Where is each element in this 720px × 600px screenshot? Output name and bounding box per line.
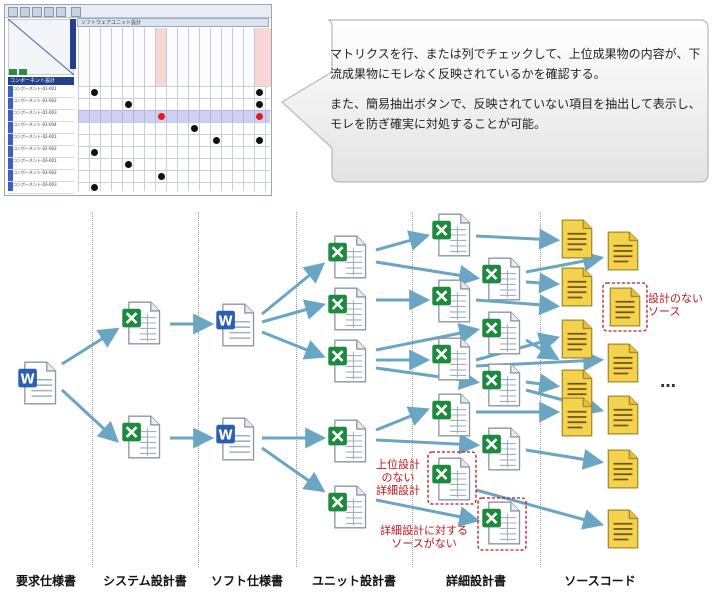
source-doc-icon	[607, 231, 639, 271]
vertical-header-bar	[70, 19, 76, 69]
toolbar-icon	[32, 7, 42, 17]
column-divider	[412, 212, 413, 567]
row-label: コンポーネント-01-001	[8, 86, 74, 98]
source-doc-icon	[561, 397, 593, 437]
excel-sheet-icon	[328, 234, 367, 280]
check-dot	[125, 101, 132, 108]
row-label: コンポーネント-01-002	[8, 98, 74, 110]
excel-sheet-icon	[328, 338, 367, 384]
source-doc-icon	[607, 343, 639, 383]
excel-sheet-icon	[432, 456, 471, 502]
check-dot-highlight	[158, 113, 165, 120]
highlighted-row	[78, 110, 270, 122]
source-doc-icon	[607, 509, 639, 549]
missing-upper-design-box	[427, 451, 477, 505]
callout-text: マトリクスを行、または列でチェックして、上位成果物の内容が、下流成果物にモレなく…	[330, 44, 710, 144]
word-doc-icon	[216, 303, 255, 347]
callout-paragraph-2: また、簡易抽出ボタンで、反映されていない項目を抽出して表示し、モレを防ぎ確実に対…	[330, 97, 701, 131]
source-doc-icon	[607, 395, 639, 435]
callout-paragraph-1: マトリクスを行、または列でチェックして、上位成果物の内容が、下流成果物にモレなく…	[330, 47, 701, 81]
source-doc-icon	[561, 267, 593, 307]
annotation-no-design-source: 設計のない ソース	[648, 292, 703, 318]
word-doc-icon	[216, 417, 255, 461]
column-label-unit-design: ユニット設計書	[311, 574, 396, 588]
column-divider	[296, 212, 297, 567]
check-dot	[256, 89, 263, 96]
left-header: コンポーネント設計	[8, 77, 74, 85]
missing-design-box	[602, 282, 648, 332]
check-dot	[191, 125, 198, 132]
check-dot	[256, 101, 263, 108]
row-label: コンポーネント-02-002	[8, 146, 74, 158]
toolbar-icon	[71, 7, 81, 17]
ellipsis: …	[660, 372, 676, 391]
source-doc-icon	[607, 449, 639, 489]
annotation-no-upper-design: 上位設計 のない 詳細設計	[376, 458, 420, 497]
row-label: コンポーネント-03-002	[8, 170, 74, 182]
row-labels: コンポーネント-01-001 コンポーネント-01-002 コンポーネント-01…	[8, 86, 74, 194]
column-label-system-design: システム設計書	[103, 574, 187, 588]
excel-sheet-icon	[482, 500, 521, 546]
matrix-grid	[78, 86, 270, 191]
check-dot	[91, 149, 98, 156]
excel-sheet-icon	[432, 392, 471, 438]
trace-arrows	[60, 228, 605, 530]
column-divider	[92, 212, 93, 567]
excel-sheet-icon	[482, 256, 521, 302]
matrix-corner	[8, 19, 74, 75]
source-doc-icon	[561, 319, 593, 359]
check-dot	[256, 137, 263, 144]
row-group-bar	[8, 86, 13, 191]
source-doc-icon	[561, 219, 593, 259]
column-label-software-spec: ソフト仕様書	[210, 574, 283, 588]
excel-sheet-icon	[328, 418, 367, 464]
row-label: コンポーネント-01-003	[8, 110, 74, 122]
toolbar-icon	[20, 7, 30, 17]
excel-sheet-icon	[122, 414, 161, 460]
toolbar	[5, 5, 271, 18]
matrix-title: ソフトウェアユニット設計	[77, 18, 269, 27]
excel-sheet-icon	[328, 484, 367, 530]
excel-sheet-icon	[482, 310, 521, 356]
check-dot	[91, 89, 98, 96]
column-label-source-code: ソースコード	[564, 574, 636, 588]
check-dot	[125, 161, 132, 168]
check-dot	[91, 184, 98, 191]
excel-sheet-icon	[482, 362, 521, 408]
word-doc-icon	[18, 361, 57, 405]
traceability-matrix-screenshot: ソフトウェアユニット設計 コンポーネント設計 コンポーネント-01-001 コン…	[4, 4, 272, 196]
column-label-requirements: 要求仕様書	[15, 574, 76, 588]
toolbar-icon	[56, 7, 66, 17]
check-dot	[213, 137, 220, 144]
toolbar-icon	[8, 7, 18, 17]
row-label: コンポーネント-03-003	[8, 182, 74, 194]
annotation-no-source-for-detail: 詳細設計に対する ソースがない	[380, 524, 468, 550]
row-label: コンポーネント-03-001	[8, 158, 74, 170]
source-doc-icon	[609, 287, 641, 327]
small-icon	[19, 69, 27, 75]
column-label-detail-design: 詳細設計書	[445, 574, 506, 588]
check-dot-highlight	[256, 113, 263, 120]
small-icon	[9, 69, 17, 75]
excel-sheet-icon	[432, 336, 471, 382]
row-label: コンポーネント-02-001	[8, 134, 74, 146]
missing-source-box	[477, 497, 527, 551]
excel-sheet-icon	[432, 212, 471, 258]
column-divider	[198, 212, 199, 567]
excel-sheet-icon	[122, 300, 161, 346]
check-dot	[158, 173, 165, 180]
excel-sheet-icon	[482, 426, 521, 472]
row-label: コンポーネント-01-004	[8, 122, 74, 134]
excel-sheet-icon	[432, 278, 471, 324]
toolbar-icon	[44, 7, 54, 17]
callout-bubble	[281, 19, 709, 183]
excel-sheet-icon	[328, 286, 367, 332]
